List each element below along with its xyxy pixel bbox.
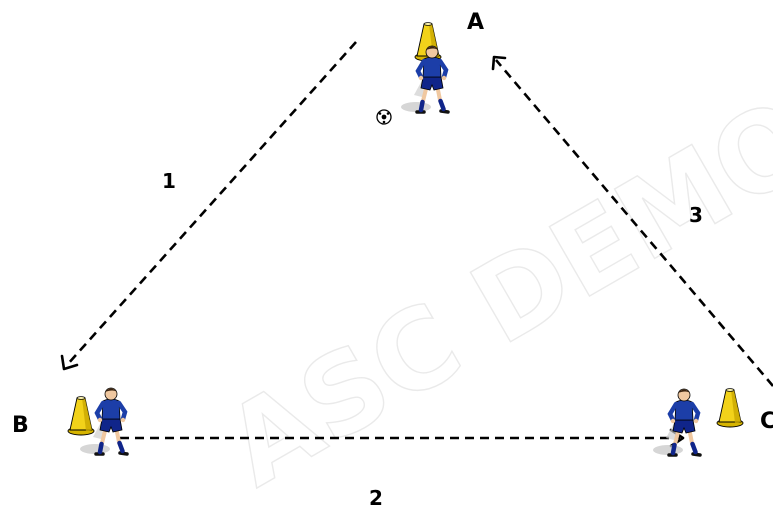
player-icon <box>653 389 700 455</box>
position-b-label: B <box>12 413 29 438</box>
pass-path-1 <box>60 41 357 371</box>
pass-number-3: 3 <box>689 203 703 227</box>
cone-icon <box>716 388 744 428</box>
watermark: ASC DEMO <box>205 74 773 509</box>
pass-number-2: 2 <box>369 486 383 509</box>
cone-icon <box>67 396 95 436</box>
position-a-label: A <box>467 10 484 35</box>
pass-number-1: 1 <box>162 169 176 193</box>
ball-icon <box>376 109 392 125</box>
position-c-label: C <box>760 409 773 434</box>
pass-path-3 <box>491 55 773 387</box>
